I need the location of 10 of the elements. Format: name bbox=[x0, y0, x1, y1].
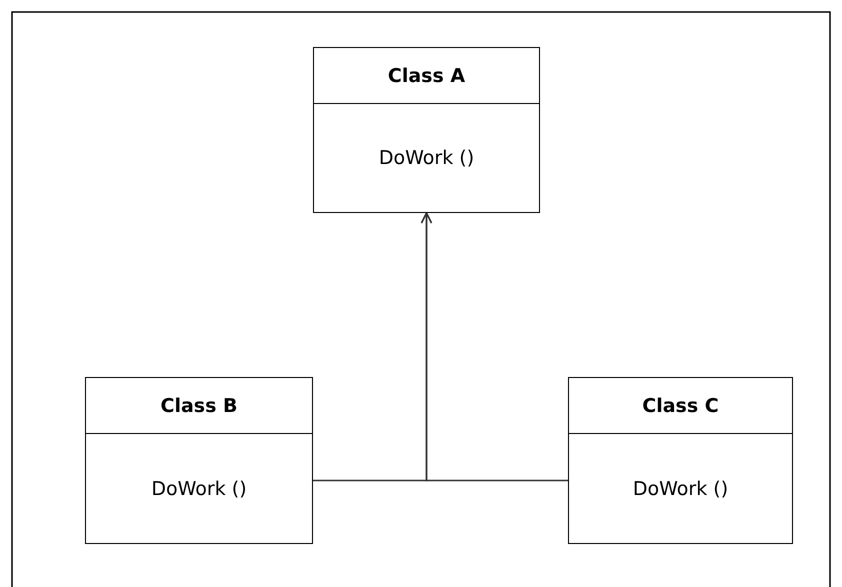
method-name: DoWork () bbox=[151, 478, 247, 500]
method-name: DoWork () bbox=[378, 147, 474, 169]
class-name: Class B bbox=[160, 394, 238, 416]
generalization-arrow bbox=[420, 212, 568, 482]
class-name: Class C bbox=[642, 394, 719, 416]
class-name: Class A bbox=[388, 64, 466, 86]
method-name: DoWork () bbox=[632, 478, 728, 500]
class-box bbox=[85, 377, 313, 544]
class-box bbox=[568, 377, 793, 544]
class-box bbox=[313, 47, 540, 213]
